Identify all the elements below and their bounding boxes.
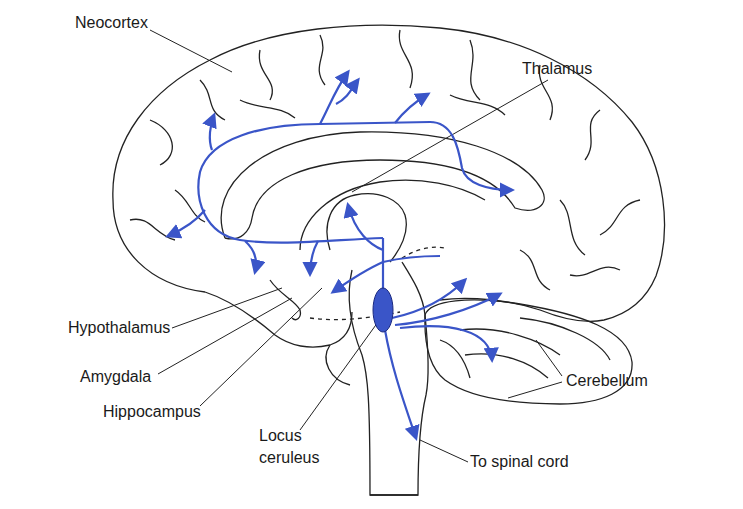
leader-line — [300, 322, 378, 430]
gyrus-line — [150, 120, 172, 165]
locus-ceruleus — [373, 288, 393, 332]
gyrus-line — [240, 100, 295, 118]
part-label: Cerebellum — [566, 370, 686, 392]
leader-line — [420, 440, 468, 462]
gyrus-line — [130, 219, 175, 240]
pathway-trunk — [382, 238, 384, 290]
pathway-branch — [385, 330, 416, 438]
gyrus-line — [319, 35, 325, 85]
pathway-branch — [333, 262, 383, 292]
part-label: Amygdala — [80, 366, 190, 388]
pathway-branch — [395, 94, 428, 123]
pathway-branch — [210, 115, 214, 150]
gyrus-line — [259, 50, 272, 100]
pathway-branch — [400, 326, 492, 360]
cerebellum-folia — [460, 329, 560, 355]
pathway-branch — [168, 210, 205, 236]
part-label: Hippocampus — [103, 401, 233, 423]
thalamus — [327, 194, 406, 262]
gyrus-line — [600, 200, 640, 235]
brainstem-outline — [349, 262, 428, 495]
gyrus-line — [560, 200, 585, 255]
temporal-lobe-outline — [205, 292, 352, 347]
fornix — [300, 180, 485, 250]
pathway-branch — [348, 205, 383, 250]
pathway-branch — [310, 241, 318, 274]
part-label: To spinal cord — [470, 451, 610, 473]
cortex-outline — [113, 25, 665, 321]
gyrus-line — [470, 40, 480, 100]
cerebellum-folia — [465, 354, 548, 378]
cerebellum-folia — [440, 340, 470, 378]
leader-line — [150, 30, 232, 72]
leader-line — [508, 382, 562, 398]
part-label: Thalamus — [522, 58, 632, 80]
pathway-branch — [383, 256, 440, 262]
brainstem-outline — [370, 494, 418, 495]
gyrus-line — [520, 250, 550, 290]
leader-line — [200, 288, 322, 406]
corpus-callosum — [221, 132, 544, 239]
leader-line — [172, 288, 282, 328]
gyrus-line — [570, 267, 620, 276]
leader-line — [536, 340, 562, 376]
gyrus-line — [200, 80, 225, 120]
part-label: Neocortex — [75, 12, 195, 34]
gyrus-line — [399, 30, 412, 88]
pathway-branch — [336, 80, 358, 104]
gyrus-line — [585, 110, 600, 160]
leader-line — [352, 80, 548, 192]
pathway-branch — [245, 241, 256, 272]
part-label: Hypothalamus — [68, 317, 198, 339]
gyrus-line — [450, 95, 505, 115]
part-label: Locus ceruleus — [259, 425, 337, 469]
cerebellum-folia — [520, 318, 610, 360]
pathway-branch — [395, 294, 500, 325]
